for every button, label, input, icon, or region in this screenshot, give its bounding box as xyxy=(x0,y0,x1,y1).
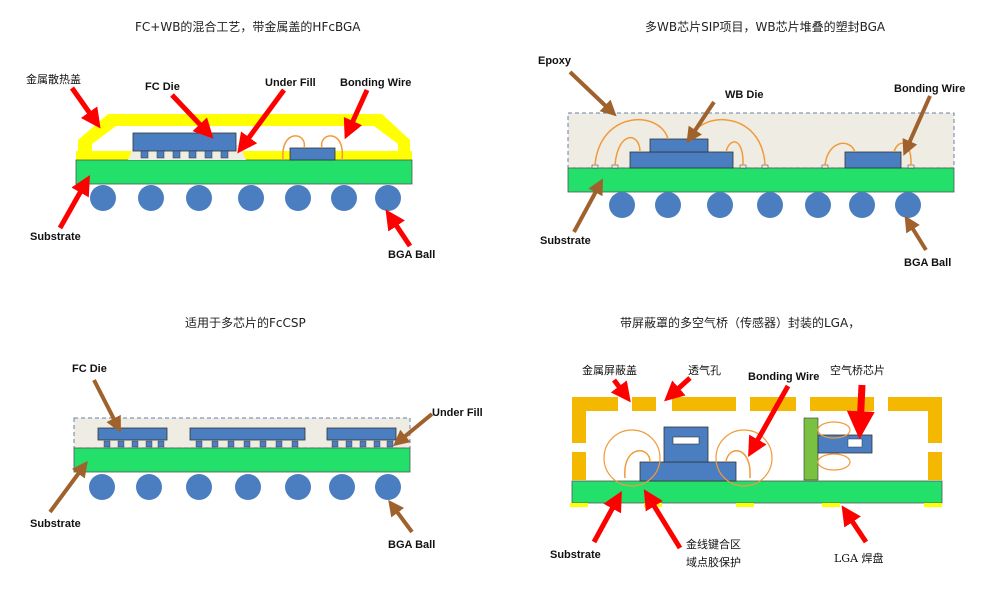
title-hfcbga: FC+WB的混合工艺，带金属盖的HFcBGA xyxy=(135,20,361,34)
shield-lid xyxy=(572,397,942,480)
label-under-fill: Under Fill xyxy=(432,407,483,419)
arrow-substrate xyxy=(57,175,90,230)
diagram-hfcbga: 金属散热盖 FC Die Under Fill Bonding Wire Sub… xyxy=(26,72,435,261)
label-metal-lid: 金属散热盖 xyxy=(26,72,81,86)
arrow-shield-lid xyxy=(610,378,631,403)
label-vent-hole: 透气孔 xyxy=(688,363,721,377)
arrow-under-fill xyxy=(393,412,434,447)
center-chip-top xyxy=(663,426,709,463)
label-wb-die: WB Die xyxy=(725,89,764,101)
title-fccsp: 适用于多芯片的FcCSP xyxy=(185,316,306,330)
diagram-lga: 金属屏蔽盖 透气孔 Bonding Wire 空气桥芯片 Substrate 金… xyxy=(550,363,943,569)
fc-die xyxy=(132,132,237,152)
label-bga-ball: BGA Ball xyxy=(388,249,435,261)
arrow-bonding-wire xyxy=(748,384,791,457)
arrow-fc-die xyxy=(92,379,121,433)
substrate xyxy=(571,480,943,504)
label-wire-bond-area-1: 金线键合区 xyxy=(686,537,741,551)
label-fc-die: FC Die xyxy=(72,363,107,375)
bonding-wire-right xyxy=(725,450,751,479)
label-substrate: Substrate xyxy=(550,549,601,561)
label-lga-pad: LGA 焊盘 xyxy=(834,551,884,565)
arrow-bonding-wire xyxy=(343,88,370,140)
substrate xyxy=(567,167,955,193)
substrate xyxy=(75,159,413,185)
label-wire-bond-area-2: 域点胶保护 xyxy=(686,555,741,569)
arrow-under-fill xyxy=(237,88,287,154)
diagram-fccsp: FC Die Under Fill Substrate BGA Ball xyxy=(30,363,483,551)
label-fc-die: FC Die xyxy=(145,81,180,93)
bga-balls xyxy=(89,474,401,500)
label-under-fill: Under Fill xyxy=(265,77,316,89)
center-chip-window xyxy=(672,436,700,445)
bonding-wires xyxy=(594,119,912,166)
arrow-air-bridge-chip xyxy=(846,384,875,440)
wb-die-top xyxy=(649,138,709,153)
arrow-fc-die xyxy=(170,93,214,139)
bonding-wire-left xyxy=(624,450,651,479)
arrow-substrate xyxy=(48,460,88,514)
glue-area-left xyxy=(603,429,661,487)
air-bridge-wire-bottom xyxy=(817,453,851,471)
bga-balls xyxy=(609,192,921,218)
arrow-wb-die xyxy=(686,100,716,144)
arrow-vent-hole xyxy=(664,376,692,402)
bga-balls xyxy=(90,185,401,211)
glue-area-right xyxy=(715,429,773,487)
bonding-wire-left xyxy=(282,135,305,161)
air-bridge-post xyxy=(803,417,819,481)
label-substrate: Substrate xyxy=(540,235,591,247)
arrow-bga-ball xyxy=(385,209,413,248)
wb-die-bottom xyxy=(629,151,734,169)
arrow-metal-lid xyxy=(69,86,101,129)
label-bonding-wire: Bonding Wire xyxy=(748,371,819,383)
title-lga: 带屏蔽罩的多空气桥（传感器）封装的LGA， xyxy=(620,316,861,330)
air-bridge-chip xyxy=(817,434,873,454)
label-substrate: Substrate xyxy=(30,231,81,243)
diagram-sip-bga: Epoxy WB Die Bonding Wire Substrate BGA … xyxy=(538,55,965,269)
metal-lid-shape xyxy=(78,114,410,160)
label-bonding-wire: Bonding Wire xyxy=(340,77,411,89)
arrow-glue-area xyxy=(643,489,683,550)
wb-die-right xyxy=(844,151,902,169)
label-bga-ball: BGA Ball xyxy=(388,539,435,551)
wb-die xyxy=(289,147,336,161)
label-substrate: Substrate xyxy=(30,518,81,530)
air-bridge-window xyxy=(847,438,863,448)
bonding-wire-right xyxy=(321,135,343,161)
fc-bumps xyxy=(103,440,394,448)
arrow-substrate xyxy=(572,178,604,233)
center-chip-base xyxy=(639,461,737,482)
arrow-substrate xyxy=(591,490,622,544)
arrow-bga-ball xyxy=(388,499,414,534)
label-epoxy: Epoxy xyxy=(538,55,572,67)
label-bga-ball: BGA Ball xyxy=(904,257,951,269)
arrow-bga-ball xyxy=(904,215,928,252)
fc-dies xyxy=(97,427,397,441)
arrow-lga-pad xyxy=(841,505,869,544)
lga-pads xyxy=(570,503,942,507)
label-bonding-wire: Bonding Wire xyxy=(894,83,965,95)
arrow-epoxy xyxy=(568,70,617,117)
arrow-bonding-wire xyxy=(902,95,932,156)
label-air-bridge-chip: 空气桥芯片 xyxy=(830,363,885,377)
bond-pads xyxy=(591,164,915,169)
fc-bumps xyxy=(140,150,229,159)
substrate xyxy=(73,447,411,473)
title-sip-bga: 多WB芯片SIP项目，WB芯片堆叠的塑封BGA xyxy=(645,20,886,34)
label-shield-lid: 金属屏蔽盖 xyxy=(582,363,637,377)
